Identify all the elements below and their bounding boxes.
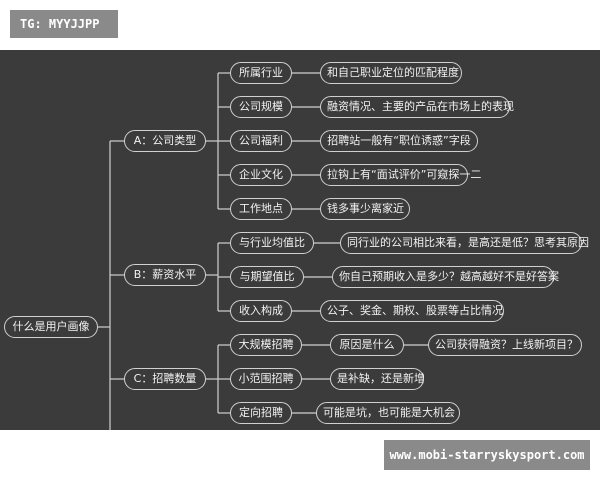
watermark-bottom: www.mobi-starryskysport.com [384,440,590,470]
item-node-income[interactable]: 收入构成 [230,300,292,322]
item-node-mass-hiring[interactable]: 大规模招聘 [230,334,302,356]
item-node-vs-industry[interactable]: 与行业均值比 [230,232,314,254]
detail-node-location[interactable]: 钱多事少离家近 [320,198,410,220]
detail-node-income[interactable]: 公子、奖金、期权、股票等占比情况 [320,300,504,322]
connector-lines [98,72,428,430]
detail-node-culture[interactable]: 拉钩上有“面试评价”可窥探一二 [320,164,481,186]
item-node-company-size[interactable]: 公司规模 [230,96,292,118]
item-node-welfare[interactable]: 公司福利 [230,130,292,152]
mindmap-canvas: 什么是用户画像 A：公司类型 所属行业 和自己职业定位的匹配程度 公司规模 融资… [0,50,600,430]
item-node-location[interactable]: 工作地点 [230,198,292,220]
watermark-top: TG: MYYJJPP [10,10,118,38]
group-node-a[interactable]: A：公司类型 [124,130,206,152]
item-node-industry[interactable]: 所属行业 [230,62,292,84]
detail-node-mass-hiring-cause[interactable]: 公司获得融资？上线新项目？ [428,334,582,356]
detail-node-targeted-hiring[interactable]: 可能是坑，也可能是大机会 [316,402,460,424]
item-node-targeted-hiring[interactable]: 定向招聘 [230,402,292,424]
item-node-small-hiring[interactable]: 小范围招聘 [230,368,302,390]
detail-node-mass-hiring-reason[interactable]: 原因是什么 [330,334,404,356]
detail-node-welfare[interactable]: 招聘站一般有“职位诱惑”字段 [320,130,478,152]
detail-node-industry[interactable]: 和自己职业定位的匹配程度 [320,62,462,84]
detail-node-company-size[interactable]: 融资情况、主要的产品在市场上的表现 [320,96,514,118]
item-node-culture[interactable]: 企业文化 [230,164,292,186]
detail-node-vs-expectation[interactable]: 你自己预期收入是多少？越高越好不是好答案 [332,266,559,288]
item-node-vs-expectation[interactable]: 与期望值比 [230,266,304,288]
root-node[interactable]: 什么是用户画像 [4,316,98,338]
detail-node-small-hiring[interactable]: 是补缺，还是新增 [330,368,425,390]
group-node-b[interactable]: B：薪资水平 [124,264,206,286]
detail-node-vs-industry[interactable]: 同行业的公司相比来看，是高还是低？思考其原因 [340,232,589,254]
group-node-c[interactable]: C：招聘数量 [124,368,206,390]
